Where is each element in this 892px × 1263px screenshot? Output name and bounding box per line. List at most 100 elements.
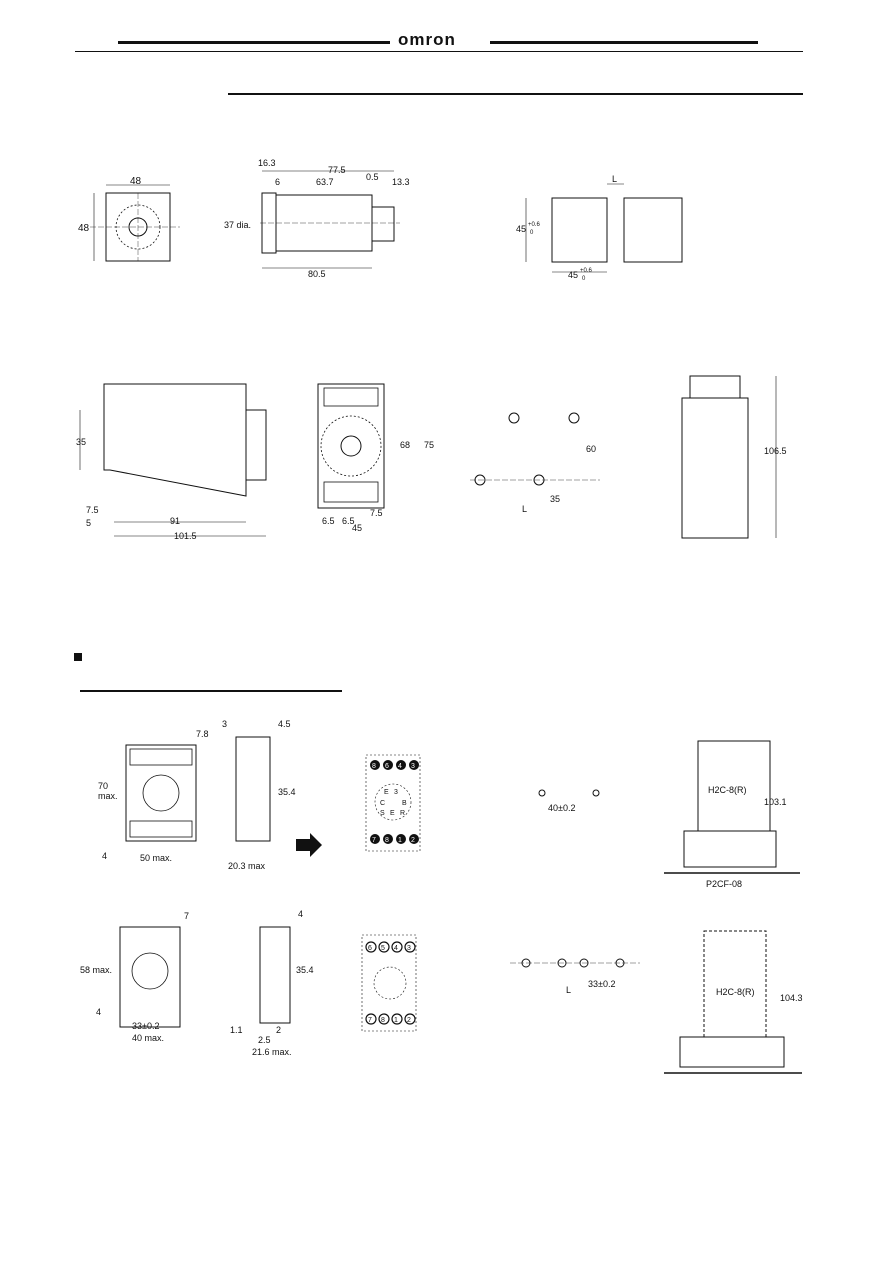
fig4-width: 50 max. xyxy=(140,853,172,863)
fig5-socket-drawing: 7 58 max. 4 33±0.2 40 max. 4 35.4 1.1 2 … xyxy=(80,909,803,1074)
fig4-pin-layout xyxy=(365,754,421,852)
fig5-depth: 21.6 max. xyxy=(252,1047,292,1057)
fig1-dimension-drawing: 48 48 16.3 77.5 6 63.7 0.5 13.3 37 dia. … xyxy=(78,158,410,279)
fig3-mount-body xyxy=(681,397,749,539)
fig3-front-dial xyxy=(320,415,382,477)
fig3-front-h2: 75 xyxy=(424,440,434,450)
fig2-cut-width: 45 xyxy=(568,270,578,280)
fig2-gap-label: L xyxy=(612,174,617,184)
fig4-hole-b xyxy=(592,789,600,797)
fig5-height: 58 max. xyxy=(80,965,112,975)
fig4-height-unit: max. xyxy=(98,791,118,801)
fig2-cutout-b xyxy=(623,197,683,263)
fig4-pin-bottom-0: 7 xyxy=(372,837,376,844)
fig4-mount-h: 103.1 xyxy=(764,797,787,807)
fig1-front-width: 48 xyxy=(130,176,142,187)
fig4-pin-ring xyxy=(374,783,412,821)
fig4-pin-bottom-3: 2 xyxy=(411,837,415,844)
fig3-d2: 5 xyxy=(86,518,91,528)
fig4-top-a: 7.8 xyxy=(196,729,209,739)
fig4-top-c: 4.5 xyxy=(278,719,291,729)
section-rule-sockets xyxy=(80,690,342,692)
fig4-socket-base xyxy=(683,830,777,868)
section-rule-top xyxy=(228,93,803,95)
fig5-d2: 2 xyxy=(276,1025,281,1035)
fig5-width: 40 max. xyxy=(132,1033,164,1043)
fig4-socket-center xyxy=(142,774,180,812)
fig4-pin-letter-3: B xyxy=(402,800,407,807)
fig4-socket-top xyxy=(125,744,197,842)
fig5-side-h: 35.4 xyxy=(296,965,314,975)
fig3-front-body xyxy=(317,383,385,509)
fig5-socket-center xyxy=(131,952,169,990)
fig4-pin-bottom-1: 8 xyxy=(385,837,389,844)
fig4-pin-letter-5: E xyxy=(390,810,395,817)
fig5-d1: 1.1 xyxy=(230,1025,243,1035)
fig5-socket-base xyxy=(679,1036,785,1068)
fig5-pin-bottom-0: 7 xyxy=(368,1017,372,1024)
header-rule-right xyxy=(490,41,758,44)
fig2-panel-cutout: 45 +0.6 0 45 +0.6 0 L xyxy=(516,174,683,282)
fig5-top-b: 4 xyxy=(298,909,303,919)
fig1-side-a: 6 xyxy=(275,177,280,187)
fig1-side-total: 80.5 xyxy=(308,269,326,279)
fig4-pin-letter-2: C xyxy=(380,800,385,807)
fig2-cut-height-tol: +0.6 xyxy=(528,222,541,228)
fig2-cutout-a xyxy=(551,197,608,263)
fig1-side-c: 13.3 xyxy=(392,177,410,187)
fig4-width-gap: 4 xyxy=(102,851,107,861)
fig3-front-terminals-bottom xyxy=(323,481,379,503)
fig4-top-b: 3 xyxy=(222,719,227,729)
fig3-front-w: 45 xyxy=(352,523,362,533)
fig5-pin-top-1: 5 xyxy=(381,945,385,952)
fig4-pin-top-1: 6 xyxy=(385,763,389,770)
fig5-pin-layout xyxy=(361,934,417,1032)
fig4-pins-bottom: 7 8 1 2 xyxy=(370,834,419,844)
fig5-relay-label: H2C-8(R) xyxy=(716,987,755,997)
brand-logo: omron xyxy=(398,30,456,49)
fig1-side-length: 77.5 xyxy=(328,165,346,175)
fig5-gap: 4 xyxy=(96,1007,101,1017)
fig1-side-b: 0.5 xyxy=(366,172,379,182)
fig5-socket-side xyxy=(259,926,291,1024)
fig4-socket-drawing: 7.8 70 max. 4 50 max. 3 4.5 35.4 20.3 ma… xyxy=(98,719,800,889)
fig2-cut-width-tol: +0.6 xyxy=(580,268,593,274)
fig5-hole-l: L xyxy=(566,985,571,995)
fig4-socket-side xyxy=(235,736,271,842)
fig3-height: 35 xyxy=(76,437,86,447)
fig5-pin-top-2: 4 xyxy=(394,945,398,952)
fig4-relay-label: H2C-8(R) xyxy=(708,785,747,795)
fig4-terminals-top xyxy=(129,748,193,766)
fig5-pin-ring xyxy=(373,966,407,1000)
fig5-relay-body xyxy=(703,930,767,1038)
fig3-mount-h: 106.5 xyxy=(764,446,787,456)
fig4-hole-a xyxy=(538,789,546,797)
fig2-cut-width-tol2: 0 xyxy=(582,276,586,282)
section-bullet-icon xyxy=(74,653,82,661)
fig3-d1: 7.5 xyxy=(86,505,99,515)
fig1-side-plug xyxy=(371,206,395,242)
fig4-pin-bottom-2: 1 xyxy=(398,837,402,844)
fig3-hole-h: 60 xyxy=(586,444,596,454)
fig4-side-h: 35.4 xyxy=(278,787,296,797)
fig4-arrow-icon xyxy=(296,833,322,857)
fig3-front-w2: 6.5 xyxy=(322,516,335,526)
fig2-cut-height-tol2: 0 xyxy=(530,230,534,236)
fig4-height: 70 xyxy=(98,781,108,791)
fig3-len1: 91 xyxy=(170,516,180,526)
fig3-hole-a xyxy=(508,412,520,424)
fig5-d3: 2.5 xyxy=(258,1035,271,1045)
fig4-depth: 20.3 max xyxy=(228,861,266,871)
fig3-len2: 101.5 xyxy=(174,531,197,541)
fig1-front-height: 48 xyxy=(78,223,90,234)
fig3-side-body xyxy=(103,383,247,497)
fig3-side-terminal xyxy=(245,409,267,481)
fig3-mount-cap xyxy=(689,375,741,399)
fig5-pin-top-3: 3 xyxy=(407,945,411,952)
fig4-hole-spacing: 40±0.2 xyxy=(548,803,575,813)
fig4-pin-letter-6: R xyxy=(400,810,405,817)
fig5-pin-top-0: 6 xyxy=(368,945,372,952)
fig5-top-a: 7 xyxy=(184,911,189,921)
fig3-hole-b xyxy=(568,412,580,424)
fig4-pin-letter-4: S xyxy=(380,810,385,817)
